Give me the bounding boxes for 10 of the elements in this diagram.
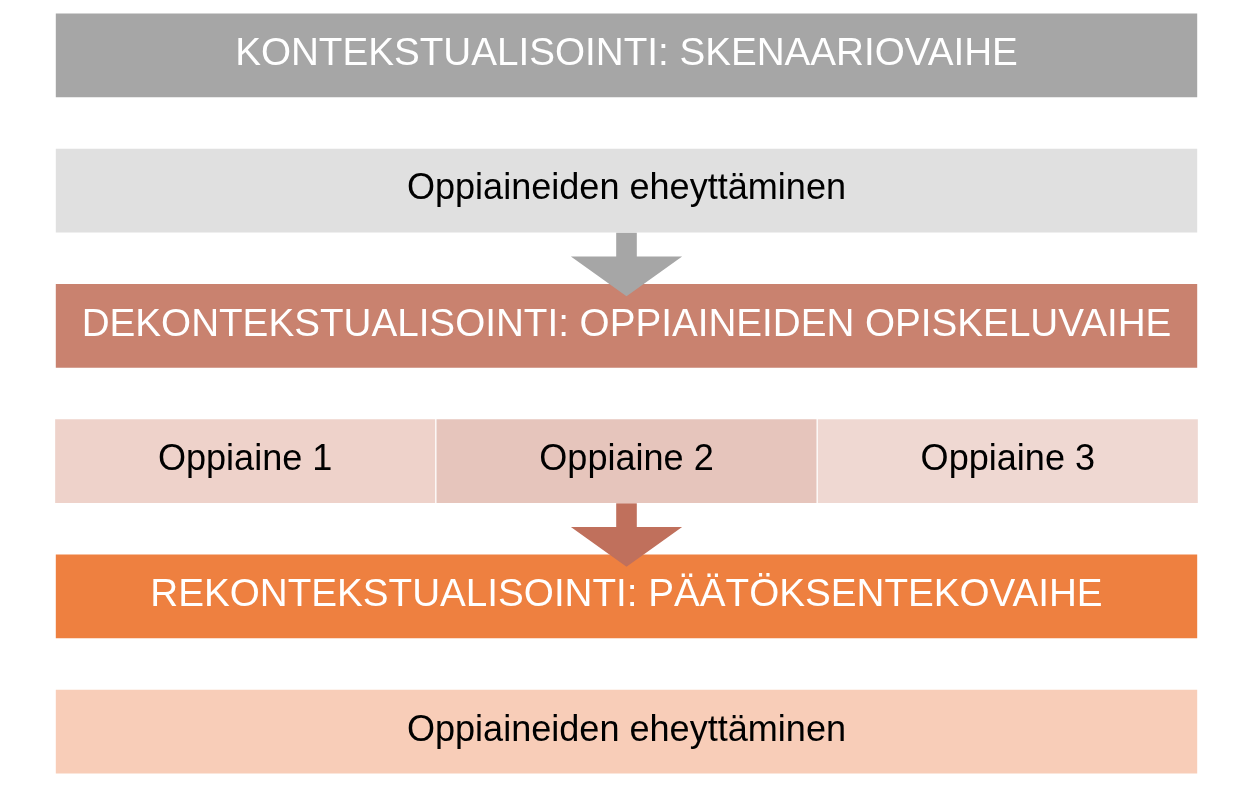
arrow <box>570 503 682 567</box>
node-box: Oppiaine 3 <box>817 419 1198 503</box>
node-box: KONTEKSTUALISOINTI: SKENAARIOVAIHE <box>55 13 1197 98</box>
arrow <box>570 232 682 297</box>
node-box: REKONTEKSTUALISOINTI: PÄÄTÖKSENTEKOVAIHE <box>55 554 1197 639</box>
node-box: Oppiaineiden eheyttäminen <box>55 148 1197 233</box>
node-box: Oppiaineiden eheyttäminen <box>55 689 1197 774</box>
node-box: DEKONTEKSTUALISOINTI: OPPIAINEIDEN OPISKELUVAIHE <box>55 284 1197 368</box>
node-box: Oppiaine 1 <box>54 419 435 503</box>
node-box: Oppiaine 2 <box>436 419 816 503</box>
